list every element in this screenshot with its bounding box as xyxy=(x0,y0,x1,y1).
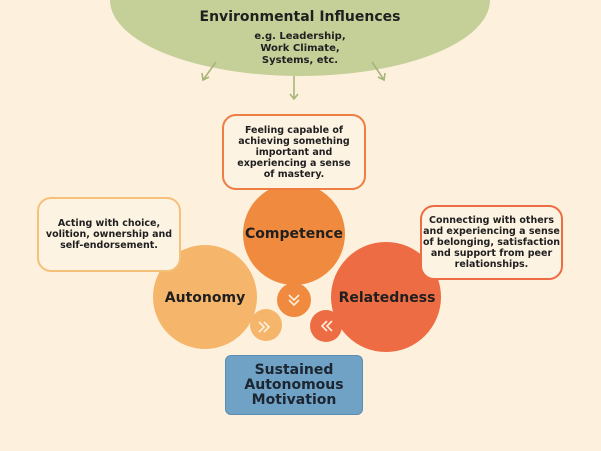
autonomy-description-line: Acting with choice, xyxy=(57,218,161,229)
arrow-right-head xyxy=(377,72,386,82)
competence-description-box: Feeling capable of achieving something i… xyxy=(222,114,366,190)
competence-description-line: Feeling capable of xyxy=(244,124,344,136)
environment-example-line: Systems, etc. xyxy=(261,55,339,66)
outcome-box: Sustained Autonomous Motivation xyxy=(225,355,363,415)
relatedness-chevron-icon xyxy=(320,320,333,332)
outcome-line: Autonomous xyxy=(244,376,344,393)
arrow-center-head xyxy=(289,93,299,101)
competence-description-line: important and xyxy=(255,146,333,158)
relatedness-description-box: Connecting with others and experiencing … xyxy=(420,205,563,280)
competence-description-line: of mastery. xyxy=(263,168,325,180)
outcome-line: Sustained xyxy=(254,361,334,378)
relatedness-description-line: and support from peer xyxy=(430,248,553,259)
environment-example-line: Work Climate, xyxy=(260,43,340,54)
autonomy-chevron-icon xyxy=(258,321,271,333)
competence-chevron-icon xyxy=(288,294,300,307)
outcome-line: Motivation xyxy=(251,391,337,408)
environment-arrows xyxy=(201,61,386,101)
environment-title: Environmental Influences xyxy=(199,9,401,25)
relatedness-description-line: Connecting with others xyxy=(428,215,554,226)
relatedness-description-line: and experiencing a sense xyxy=(423,226,560,237)
relatedness-description-line: relationships. xyxy=(454,259,529,270)
competence-description-line: experiencing a sense xyxy=(237,157,351,169)
relatedness-circle xyxy=(331,242,441,352)
relatedness-description-line: of belonging, satisfaction xyxy=(422,237,561,248)
autonomy-description-line: self-endorsement. xyxy=(60,240,158,251)
environment-example-line: e.g. Leadership, xyxy=(254,31,346,42)
competence-description-line: achieving something xyxy=(238,135,350,147)
competence-label: Competence xyxy=(245,226,343,242)
arrow-left xyxy=(202,61,217,81)
environment-semicircle xyxy=(110,0,490,76)
autonomy-description-line: volition, ownership and xyxy=(45,229,173,240)
autonomy-label: Autonomy xyxy=(164,290,246,306)
relatedness-label: Relatedness xyxy=(338,290,436,306)
competence-circle xyxy=(243,183,345,285)
arrow-left-head xyxy=(201,72,210,82)
autonomy-description-box: Acting with choice, volition, ownership … xyxy=(37,197,181,272)
arrow-right xyxy=(371,61,385,81)
autonomy-circle xyxy=(153,245,257,349)
